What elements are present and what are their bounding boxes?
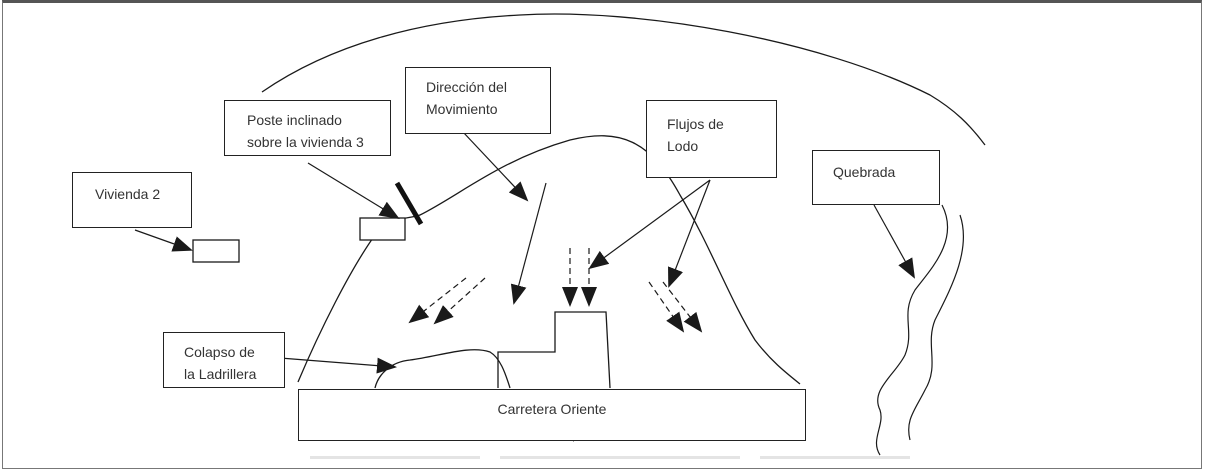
label-colapso-line2: la Ladrillera	[184, 366, 257, 382]
faint-caption	[310, 452, 910, 464]
label-direccion-line2: Movimiento	[426, 101, 498, 117]
label-vivienda-2-text: Vivienda 2	[95, 186, 161, 202]
label-poste-line1: Poste inclinado	[247, 112, 342, 128]
label-carretera-text: Carretera Oriente	[497, 401, 607, 417]
flow-dashed-arrow	[662, 281, 703, 333]
label-colapso-line1: Colapso de	[184, 344, 255, 360]
label-direccion-line1: Dirección del	[426, 79, 507, 95]
flow-dashed-arrow	[408, 277, 467, 324]
label-vivienda-2: Vivienda 2	[72, 172, 192, 228]
arrow-direccion	[462, 131, 529, 202]
movement-arrow	[510, 182, 547, 305]
ridge-outline	[261, 13, 986, 146]
arrow-poste	[307, 162, 400, 220]
vivienda-3-shape	[359, 217, 406, 241]
label-flujos-line2: Lodo	[667, 138, 699, 154]
arrow-colapso	[279, 357, 397, 374]
label-colapso-ladrillera: Colapso de la Ladrillera	[163, 332, 285, 388]
flow-dashed-arrow	[433, 277, 486, 325]
label-flujos-lodo: Flujos de Lodo	[646, 100, 777, 178]
ladrillera-building	[497, 311, 611, 389]
arrow-flujos-left	[588, 179, 711, 270]
creek-left-bank	[875, 204, 949, 456]
label-quebrada-text: Quebrada	[833, 164, 896, 180]
label-flujos-line1: Flujos de	[667, 116, 724, 132]
label-quebrada: Quebrada	[812, 150, 940, 205]
vivienda-2-shape	[192, 239, 240, 263]
arrow-vivienda2	[134, 229, 193, 252]
flow-dashed-arrow	[648, 281, 685, 333]
ladrillera-outline	[374, 349, 511, 389]
creek-right-bank	[908, 214, 965, 441]
arrow-flujos-right	[668, 179, 711, 288]
inclined-pole	[394, 181, 424, 226]
label-direccion-movimiento: Dirección del Movimiento	[405, 67, 551, 134]
label-carretera-oriente: Carretera Oriente	[298, 389, 806, 441]
label-poste-inclinado: Poste inclinado sobre la vivienda 3	[224, 100, 391, 156]
label-poste-line2: sobre la vivienda 3	[247, 134, 364, 150]
arrow-quebrada	[873, 204, 915, 279]
